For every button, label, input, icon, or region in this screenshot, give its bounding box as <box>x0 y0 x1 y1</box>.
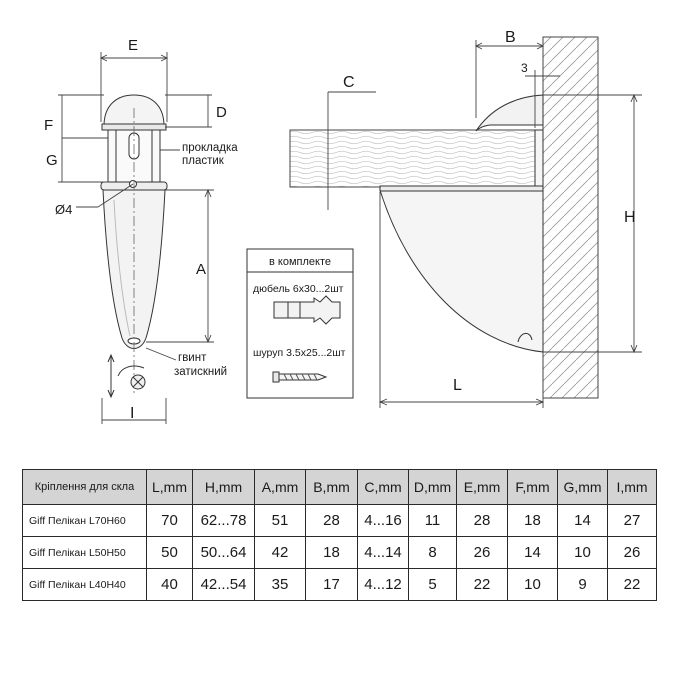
table-row: Giff Пелікан L40H40 40 42...54 35 17 4..… <box>22 568 657 601</box>
rotate-arrow-icon <box>117 365 145 377</box>
label-3: 3 <box>521 61 528 75</box>
table-row: Giff Пелікан L70H60 70 62...78 51 28 4..… <box>22 504 657 537</box>
header-F: F,mm <box>507 469 558 505</box>
kit-title: в комплекте <box>269 256 331 268</box>
kit-box <box>246 248 354 399</box>
front-dimensions <box>58 52 214 424</box>
cell-B: 17 <box>305 568 358 601</box>
cell-I: 27 <box>607 504 657 537</box>
cell-D: 11 <box>408 504 457 537</box>
header-C: C,mm <box>357 469 409 505</box>
header-mount: Кріплення для скла <box>22 469 147 505</box>
label-gasket-1: прокладка <box>182 142 238 154</box>
side-view <box>289 36 599 399</box>
cell-B: 18 <box>305 536 358 569</box>
label-screw-1: гвинт <box>178 352 207 364</box>
header-G: G,mm <box>557 469 608 505</box>
kit-dowel: дюбель 6х30...2шт <box>253 283 344 295</box>
label-B: B <box>505 29 516 46</box>
cell-H: 50...64 <box>192 536 255 569</box>
table-row: Giff Пелікан L50H50 50 50...64 42 18 4..… <box>22 536 657 569</box>
cell-C: 4...16 <box>357 504 409 537</box>
label-gasket-2: пластик <box>182 155 225 167</box>
label-G: G <box>46 152 58 169</box>
cell-E: 26 <box>456 536 508 569</box>
upper-clamp <box>475 94 544 132</box>
technical-drawing: E D F G Ø4 A I прокладка пластик гвинт з… <box>44 29 642 424</box>
header-H: H,mm <box>192 469 255 505</box>
lower-bracket <box>379 189 544 353</box>
cell-H: 62...78 <box>192 504 255 537</box>
cell-A: 35 <box>254 568 306 601</box>
header-E: E,mm <box>456 469 508 505</box>
label-L: L <box>453 377 462 394</box>
cell-A: 51 <box>254 504 306 537</box>
cell-D: 5 <box>408 568 457 601</box>
cell-D: 8 <box>408 536 457 569</box>
cell-F: 18 <box>507 504 558 537</box>
cell-F: 14 <box>507 536 558 569</box>
cell-C: 4...14 <box>357 536 409 569</box>
cell-G: 14 <box>557 504 608 537</box>
cell-E: 28 <box>456 504 508 537</box>
header-B: B,mm <box>305 469 358 505</box>
kit-screw: шуруп 3.5х25...2шт <box>253 347 346 359</box>
cell-L: 50 <box>146 536 193 569</box>
label-D: D <box>216 104 227 121</box>
label-screw-2: затискний <box>174 366 227 378</box>
dowel-icon <box>273 295 341 325</box>
glass-shelf <box>289 129 538 188</box>
cell-model: Giff Пелікан L70H60 <box>22 504 147 537</box>
spec-table: Кріплення для скла L,mm H,mm A,mm B,mm C… <box>22 469 657 601</box>
cell-F: 10 <box>507 568 558 601</box>
front-view <box>100 94 168 399</box>
cell-B: 28 <box>305 504 358 537</box>
cell-I: 22 <box>607 568 657 601</box>
header-L: L,mm <box>146 469 193 505</box>
label-E: E <box>128 37 138 54</box>
cell-A: 42 <box>254 536 306 569</box>
cell-G: 9 <box>557 568 608 601</box>
cell-G: 10 <box>557 536 608 569</box>
header-I: I,mm <box>607 469 657 505</box>
header-A: A,mm <box>254 469 306 505</box>
cell-L: 40 <box>146 568 193 601</box>
cell-L: 70 <box>146 504 193 537</box>
cell-I: 26 <box>607 536 657 569</box>
cell-E: 22 <box>456 568 508 601</box>
cell-model: Giff Пелікан L40H40 <box>22 568 147 601</box>
label-I: I <box>130 405 134 422</box>
label-F: F <box>44 117 53 134</box>
side-dimensions <box>327 40 642 408</box>
header-D: D,mm <box>408 469 457 505</box>
cell-model: Giff Пелікан L50H50 <box>22 536 147 569</box>
label-A: A <box>196 261 206 278</box>
table-header-row: Кріплення для скла L,mm H,mm A,mm B,mm C… <box>22 469 657 505</box>
cell-H: 42...54 <box>192 568 255 601</box>
cell-C: 4...12 <box>357 568 409 601</box>
label-C: C <box>343 74 355 91</box>
label-H: H <box>624 209 636 226</box>
screw-icon <box>272 371 328 383</box>
wall <box>542 36 599 399</box>
label-diameter: Ø4 <box>55 202 72 217</box>
bracket-body <box>102 189 166 349</box>
